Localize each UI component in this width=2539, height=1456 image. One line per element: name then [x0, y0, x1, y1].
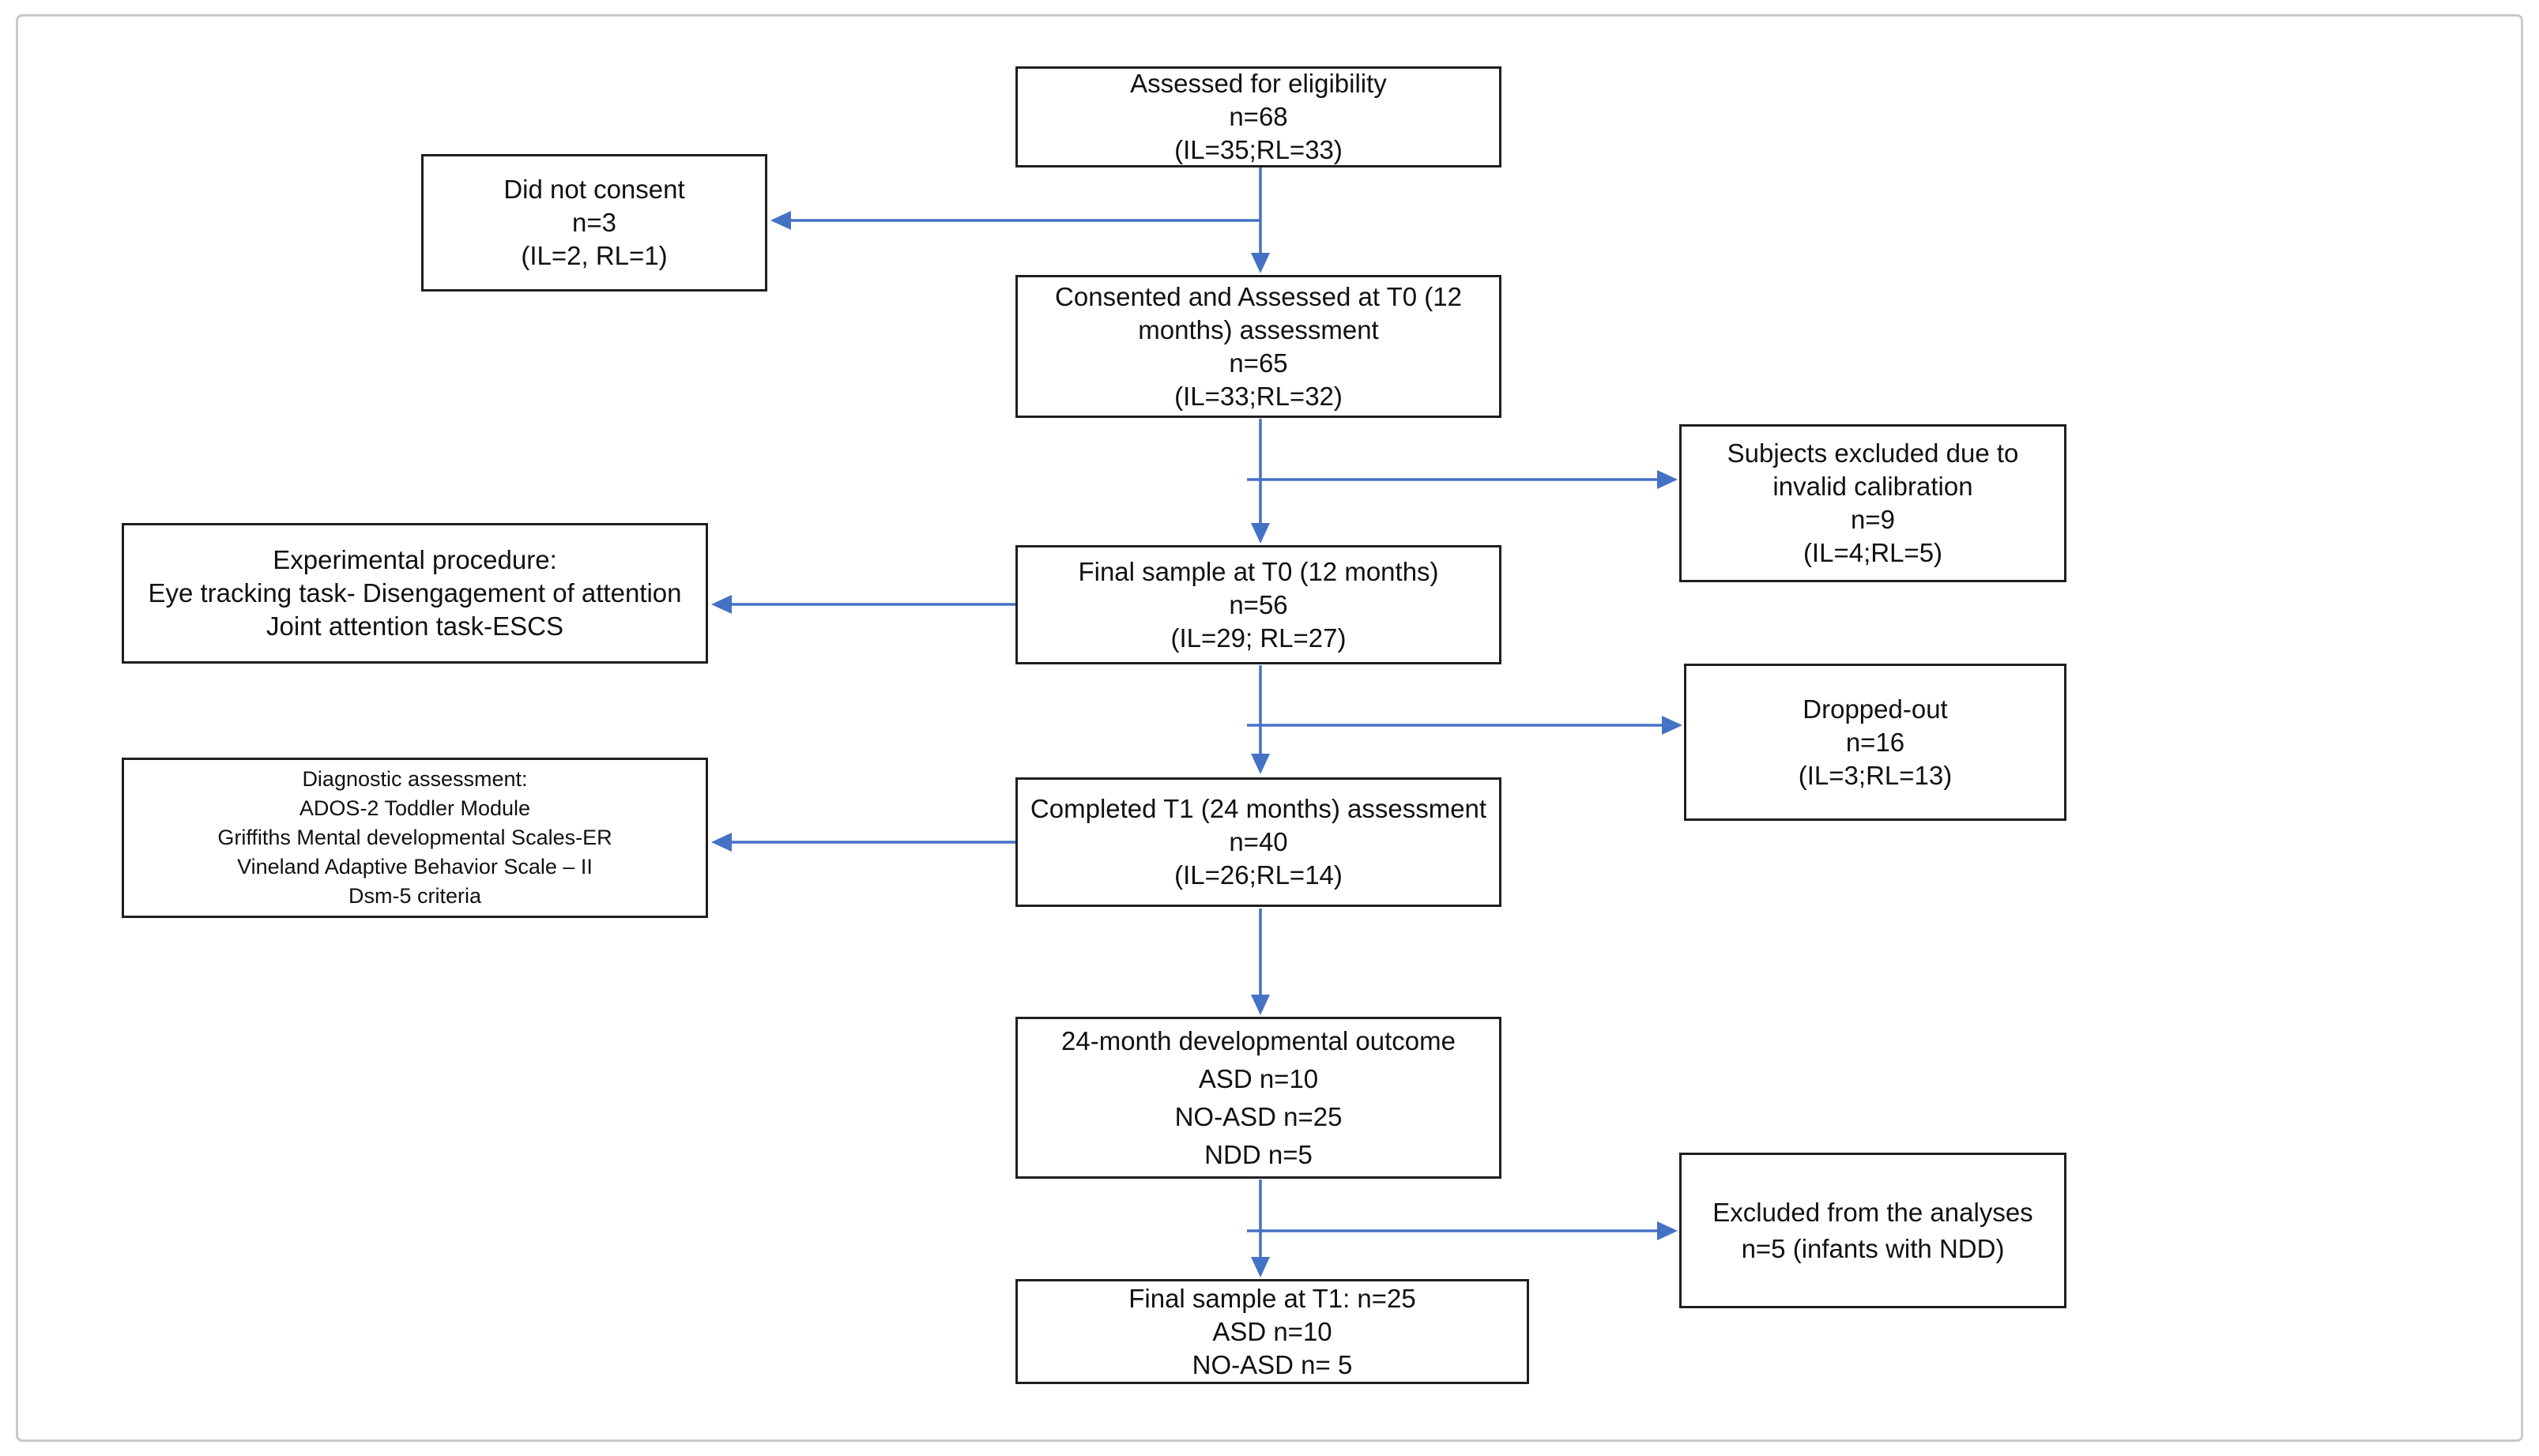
- node-did-not-consent: Did not consent n=3 (IL=2, RL=1): [421, 154, 767, 292]
- arrow-to-dropped-out-head: [1662, 716, 1682, 735]
- node-text-line: (IL=35;RL=33): [1174, 135, 1343, 164]
- node-text-line: NO-ASD n= 5: [1192, 1349, 1353, 1379]
- node-text-line: ADOS-2 Toddler Module: [299, 796, 531, 820]
- node-text-line: Final sample at T1: n=25: [1128, 1283, 1416, 1313]
- node-excluded-invalid-calibration: Subjects excluded due to invalid calibrat…: [1679, 424, 2066, 582]
- node-text-line: n=3: [572, 208, 616, 237]
- node-text-line: Subjects excluded due to: [1727, 438, 2019, 468]
- node-text-line: n=65: [1229, 348, 1288, 378]
- node-text-line: Completed T1 (24 months) assessment: [1030, 794, 1487, 823]
- arrow-finalT0-to-completedT1-head: [1251, 754, 1270, 774]
- node-text-line: (IL=4;RL=5): [1803, 538, 1943, 567]
- node-text-line: Vineland Adaptive Behavior Scale – II: [237, 855, 593, 878]
- node-text-line: Eye tracking task- Disengagement of atte…: [148, 578, 682, 608]
- node-excluded-from-analyses: Excluded from the analyses n=5 (infants w…: [1679, 1153, 2066, 1308]
- node-text-line: Joint attention task-ESCS: [266, 611, 564, 641]
- arrow-to-excluded-analyses-head: [1657, 1221, 1678, 1240]
- node-experimental-procedure: Experimental procedure: Eye tracking task…: [122, 523, 708, 664]
- node-text-line: Did not consent: [503, 175, 685, 204]
- node-text-line: NO-ASD n=25: [1174, 1101, 1343, 1131]
- arrow-consented-to-finalT0-head: [1251, 523, 1270, 544]
- node-text-line: Consented and Assessed at T0 (12: [1055, 281, 1462, 311]
- node-text-line: (IL=2, RL=1): [521, 241, 668, 270]
- node-text-line: (IL=29; RL=27): [1170, 623, 1347, 653]
- node-text-line: ASD n=10: [1198, 1063, 1319, 1093]
- node-completed-t1-assessment: Completed T1 (24 months) assessment n=40 (…: [1015, 777, 1501, 907]
- arrow-to-excluded-calibration-head: [1657, 470, 1678, 489]
- node-text-line: Excluded from the analyses: [1712, 1197, 2033, 1227]
- node-assessed-for-eligibility: Assessed for eligibility n=68 (IL=35;RL=33…: [1015, 66, 1501, 167]
- arrow-to-did-not-consent-head: [770, 211, 791, 230]
- arrow-to-experimental-head: [711, 595, 732, 614]
- node-text-line: (IL=33;RL=32): [1174, 381, 1343, 411]
- node-text-line: n=56: [1229, 589, 1288, 619]
- node-text-line: NDD n=5: [1204, 1139, 1313, 1169]
- node-text-line: Dropped-out: [1803, 694, 1948, 724]
- node-text-line: Dsm-5 criteria: [348, 884, 481, 908]
- node-text-line: n=16: [1845, 727, 1905, 757]
- node-text-line: months) assessment: [1138, 314, 1379, 344]
- node-text-line: n=9: [1851, 505, 1895, 534]
- node-text-line: n=68: [1229, 102, 1288, 131]
- arrow-assessed-to-consented-head: [1251, 253, 1270, 273]
- node-text-line: invalid calibration: [1772, 472, 1973, 501]
- node-text-line: (IL=26;RL=14): [1174, 860, 1343, 890]
- node-text-line: n=5 (infants with NDD): [1741, 1233, 2005, 1263]
- arrow-to-diagnostic-head: [711, 833, 732, 852]
- node-text-line: (IL=3;RL=13): [1798, 760, 1953, 790]
- node-text-line: n=40: [1229, 827, 1288, 856]
- arrow-outcome-to-finalT1-head: [1251, 1257, 1270, 1277]
- node-text-line: Griffiths Mental developmental Scales-ER: [217, 826, 612, 849]
- node-text-line: Experimental procedure:: [273, 545, 557, 574]
- node-text-line: 24-month developmental outcome: [1061, 1025, 1456, 1055]
- node-text-line: ASD n=10: [1212, 1316, 1332, 1346]
- node-diagnostic-assessment: Diagnostic assessment: ADOS-2 Toddler Mod…: [122, 758, 708, 918]
- node-final-sample-t0: Final sample at T0 (12 months)n=56 (IL=29…: [1015, 545, 1501, 664]
- node-text-line: Assessed for eligibility: [1130, 69, 1387, 98]
- node-text-line: Diagnostic assessment:: [302, 767, 528, 791]
- arrow-completedT1-to-outcome-head: [1251, 995, 1270, 1015]
- node-text-line: Final sample at T0 (12 months): [1078, 556, 1439, 586]
